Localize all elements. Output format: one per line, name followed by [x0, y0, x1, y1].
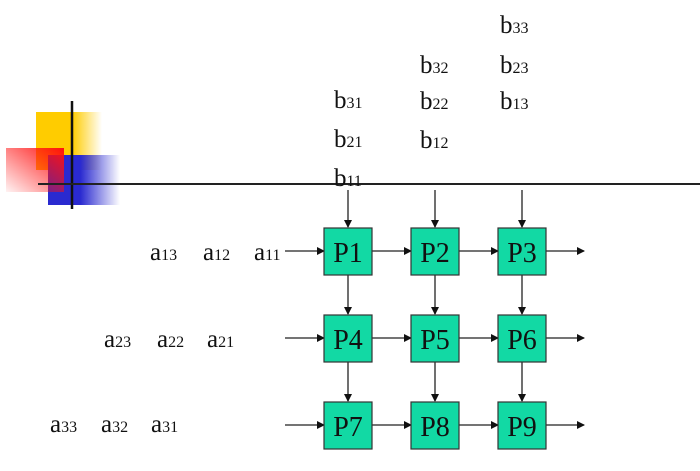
b-element-subscript: 12	[433, 135, 449, 152]
b-element-base: b	[420, 88, 433, 115]
processor-label: P5	[420, 325, 450, 356]
b-element: b11	[334, 165, 362, 192]
a-element-base: a	[151, 411, 162, 438]
b-element-subscript: 21	[347, 134, 363, 151]
processor-label: P7	[333, 412, 363, 443]
b-element-base: b	[420, 52, 433, 79]
b-element-base: b	[334, 165, 347, 192]
processor-box-p1	[323, 227, 373, 276]
b-element-subscript: 31	[347, 95, 363, 112]
processor-box-p5	[410, 314, 460, 363]
a-element: a33	[50, 411, 77, 438]
processor-label: P3	[507, 238, 537, 269]
processor-box-p7	[323, 401, 373, 450]
processor-box-p6	[497, 314, 547, 363]
processor-label: P2	[420, 238, 450, 269]
a-element-base: a	[101, 411, 112, 438]
a-element-subscript: 11	[265, 247, 280, 264]
a-element-subscript: 21	[218, 334, 234, 351]
a-element-subscript: 13	[161, 247, 177, 264]
b-element-subscript: 32	[433, 60, 449, 77]
processor-label: P1	[333, 238, 363, 269]
b-element-base: b	[334, 126, 347, 153]
a-element-base: a	[50, 411, 61, 438]
b-element-base: b	[500, 88, 513, 115]
processor-label: P4	[333, 325, 363, 356]
b-element-subscript: 22	[433, 96, 449, 113]
b-element: b13	[500, 88, 529, 115]
b-element: b12	[420, 127, 449, 154]
decorative-logo	[6, 101, 700, 209]
b-element-base: b	[500, 52, 513, 79]
a-element-subscript: 31	[162, 419, 178, 436]
a-element: a21	[207, 326, 234, 353]
b-element: b22	[420, 88, 449, 115]
processor-label: P6	[507, 325, 537, 356]
b-element: b23	[500, 52, 529, 79]
b-element: b32	[420, 52, 449, 79]
processor-box-p2	[410, 227, 460, 276]
a-element-subscript: 22	[168, 334, 184, 351]
processor-box-p8	[410, 401, 460, 450]
a-element-base: a	[157, 326, 168, 353]
a-element: a12	[203, 239, 230, 266]
b-element-base: b	[500, 12, 513, 39]
a-element-base: a	[203, 239, 214, 266]
a-element-base: a	[207, 326, 218, 353]
b-element-base: b	[420, 127, 433, 154]
a-element: a11	[254, 239, 281, 266]
b-element-subscript: 33	[513, 20, 529, 37]
a-element-base: a	[254, 239, 265, 266]
b-element-subscript: 11	[347, 173, 362, 190]
a-element: a31	[151, 411, 178, 438]
processor-label: P8	[420, 412, 450, 443]
a-element-subscript: 12	[214, 247, 230, 264]
a-element-base: a	[150, 239, 161, 266]
a-element: a32	[101, 411, 128, 438]
a-element-subscript: 32	[112, 419, 128, 436]
b-element: b21	[334, 126, 363, 153]
processor-box-p9	[497, 401, 547, 450]
red-square	[6, 148, 64, 192]
b-element: b33	[500, 12, 529, 39]
a-element-subscript: 23	[115, 334, 131, 351]
a-element-subscript: 33	[61, 419, 77, 436]
processor-box-p4	[323, 314, 373, 363]
processor-label: P9	[507, 412, 537, 443]
a-element: a22	[157, 326, 184, 353]
a-element-base: a	[104, 326, 115, 353]
b-element-subscript: 23	[513, 60, 529, 77]
a-element: a13	[150, 239, 177, 266]
b-element-subscript: 13	[513, 96, 529, 113]
b-element-base: b	[334, 87, 347, 114]
a-element: a23	[104, 326, 131, 353]
b-element: b31	[334, 87, 363, 114]
processor-box-p3	[497, 227, 547, 276]
